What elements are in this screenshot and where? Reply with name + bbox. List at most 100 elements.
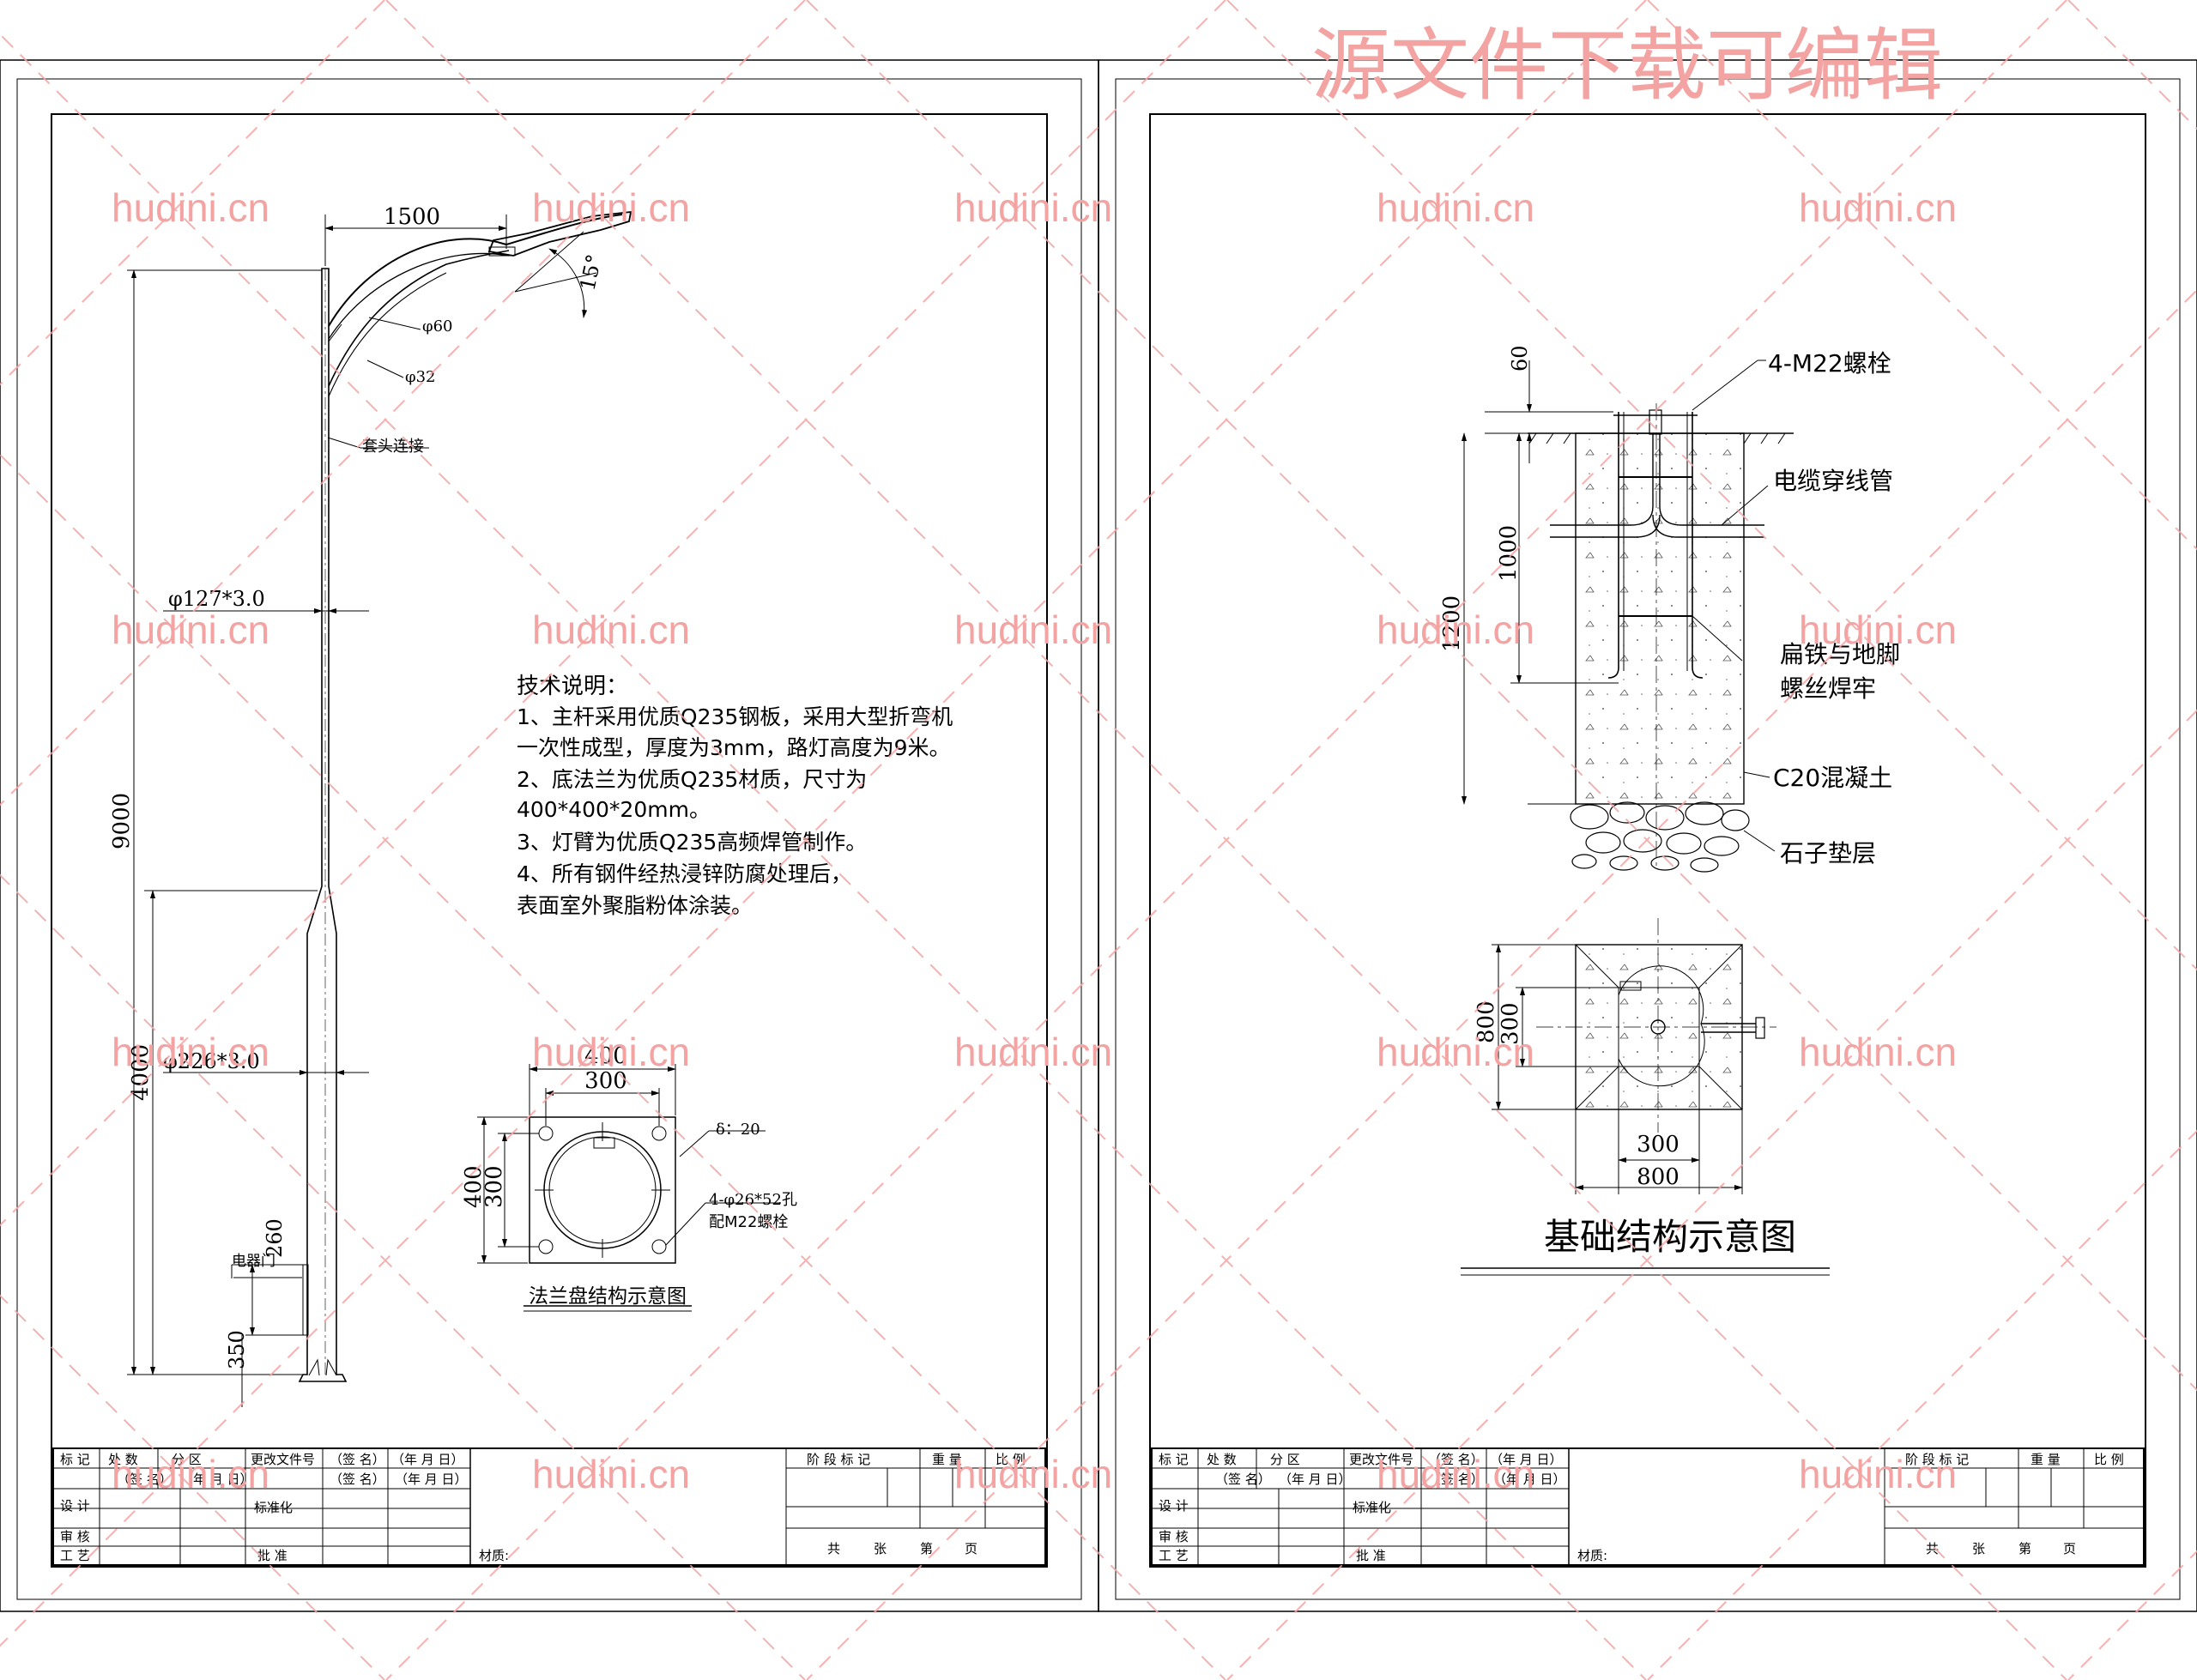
watermark-line (1647, 1129, 2197, 1680)
foundation-dimensions (1462, 360, 1776, 852)
flange-caption: 法兰盘结构示意图 (529, 1285, 687, 1308)
tb-std-date: （年 月 日） (395, 1472, 468, 1487)
tb2-scale: 比 例 (2094, 1452, 2124, 1467)
tb2-stage: 阶 段 标 记 (1905, 1452, 1969, 1467)
watermark-site-text: hudini.cn (1377, 607, 1534, 652)
tb-design: 设 计 (60, 1498, 90, 1514)
watermark-texts: hudini.cn hudini.cn hudini.cn hudini.cn hudi… (112, 185, 1957, 1496)
foundation-plan (1536, 918, 1776, 1133)
title-block-right-text: 标 记 处 数 分 区 更改文件号 （签 名） （年 月 日） 设 计 （签 名… (1159, 1452, 2124, 1563)
watermark-line (806, 288, 2197, 1680)
plan-outer-h-label: 800 (1637, 1164, 1680, 1190)
tb-weight: 重 量 (932, 1452, 962, 1467)
lamp-labels: 1500 15° φ60 φ32 套头连接 φ127*3.0 φ226*3.0 … (109, 204, 607, 1369)
watermark-line (2067, 0, 2197, 130)
watermark-site-text: hudini.cn (954, 1030, 1112, 1074)
watermark-line (1226, 709, 2197, 1680)
arm-pipe-small-label: φ32 (405, 368, 436, 386)
watermark-site-text: hudini.cn (112, 1452, 269, 1496)
watermark-line (0, 0, 1226, 1227)
tb2-sheets: 张 (1972, 1541, 1985, 1556)
dim-60-label: 60 (1508, 345, 1532, 372)
watermark-line (1226, 0, 2197, 971)
dim-1000-label: 1000 (1496, 525, 1522, 582)
lower-height-label: 4000 (128, 1044, 154, 1101)
tb-sign: （签 名） (330, 1452, 385, 1467)
tb2-review: 审 核 (1159, 1529, 1189, 1544)
watermark-site-text: hudini.cn (112, 1030, 269, 1074)
watermark-line (2067, 1550, 2197, 1680)
watermark-line (0, 0, 806, 807)
door-size-label: 260 (263, 1218, 287, 1258)
watermark-site-text: hudini.cn (954, 607, 1112, 652)
tb-standard: 标准化 (254, 1500, 293, 1515)
tb2-process: 工 艺 (1159, 1548, 1189, 1563)
watermark-site-text: hudini.cn (1799, 1452, 1957, 1496)
joint-label: 套头连接 (362, 438, 424, 456)
arm-length-label: 1500 (384, 204, 440, 230)
watermark-site-text: hudini.cn (1799, 607, 1957, 652)
watermark-site-text: hudini.cn (954, 185, 1112, 230)
title-block-left (52, 1447, 1046, 1566)
tb2-zone: 分 区 (1270, 1452, 1300, 1467)
watermark-site-text: hudini.cn (532, 1452, 690, 1496)
tb2-total: 共 (1926, 1541, 1939, 1556)
tb-page: 页 (965, 1541, 977, 1556)
tb-approve: 批 准 (257, 1548, 287, 1563)
watermark-site-text: hudini.cn (112, 607, 269, 652)
watermark-site-text: hudini.cn (1799, 1030, 1957, 1074)
watermark-site-text: hudini.cn (112, 185, 269, 230)
watermark-line (385, 0, 2067, 1680)
tb2-count: 处 数 (1207, 1452, 1237, 1467)
foundation-labels: 60 1000 1200 4-M22螺栓 电缆穿线管 扁铁与地脚 螺丝焊牢 C2… (1439, 345, 1900, 867)
watermark-line (0, 0, 385, 386)
watermark-site-text: hudini.cn (1377, 185, 1534, 230)
flange-holes-label: 4-φ26*52孔 (709, 1191, 797, 1209)
watermark-site-text: hudini.cn (532, 185, 690, 230)
tech-note-line-4: 400*400*20mm。 (517, 797, 711, 822)
tb2-weight: 重 量 (2031, 1452, 2061, 1467)
tech-note-line-2: 一次性成型，厚度为3mm，路灯高度为9米。 (517, 735, 951, 760)
tb2-date: （年 月 日） (1490, 1452, 1563, 1467)
tech-notes-title: 技术说明： (517, 674, 628, 699)
tb-scale: 比 例 (996, 1452, 1026, 1467)
gravel-label: 石子垫层 (1780, 839, 1876, 867)
watermark-line (0, 1294, 385, 1680)
tech-note-line-6: 4、所有钢件经热浸锌防腐处理后， (517, 861, 852, 886)
tb-material: 材质: (479, 1548, 509, 1563)
total-height-label: 9000 (109, 793, 135, 849)
plan-dimensions (1461, 944, 1830, 1276)
tb2-no: 第 (2018, 1541, 2031, 1556)
flange-plate-drawing (477, 1064, 781, 1312)
title-block-left-text: 标 记 处 数 分 区 更改文件号 （签 名） （年 月 日） 设 计 （签 名… (60, 1452, 1026, 1563)
watermark-site-text: hudini.cn (532, 1030, 690, 1074)
title-block-right (1151, 1447, 2145, 1566)
watermark-line (1647, 0, 2197, 551)
door-offset-label: 350 (225, 1330, 249, 1369)
plan-inner-v-label: 300 (1498, 1002, 1523, 1045)
tb2-std-date: （年 月 日） (1493, 1472, 1566, 1487)
tb2-page: 页 (2063, 1541, 2076, 1556)
tb-std-sign: （签 名） (330, 1472, 385, 1487)
tb2-change-doc: 更改文件号 (1349, 1452, 1413, 1467)
tb2-design-date: （年 月 日） (1279, 1472, 1352, 1487)
flange-inner-v-label: 300 (481, 1165, 507, 1208)
flange-outer-label: 400 (584, 1043, 627, 1069)
tb-date: （年 月 日） (391, 1452, 464, 1467)
watermark-site-text: hudini.cn (532, 607, 690, 652)
foundation-section (1528, 403, 1794, 873)
tb-stage: 阶 段 标 记 (807, 1452, 870, 1467)
tb-sheets: 张 (874, 1541, 887, 1556)
plan-inner-h-label: 300 (1637, 1132, 1680, 1157)
tb2-standard: 标准化 (1353, 1500, 1391, 1515)
tb-design-sign: （签 名） (117, 1472, 172, 1487)
tb-count: 处 数 (108, 1452, 138, 1467)
door-label: 电器门 (232, 1253, 275, 1270)
flange-inner-label: 300 (584, 1068, 627, 1094)
cable-pipe-label: 电缆穿线管 (1773, 467, 1893, 495)
watermark-site-text: hudini.cn (954, 1452, 1112, 1496)
tech-note-line-5: 3、灯臂为优质Q235高频焊管制作。 (517, 830, 867, 855)
lamp-dimensions (127, 215, 507, 1407)
